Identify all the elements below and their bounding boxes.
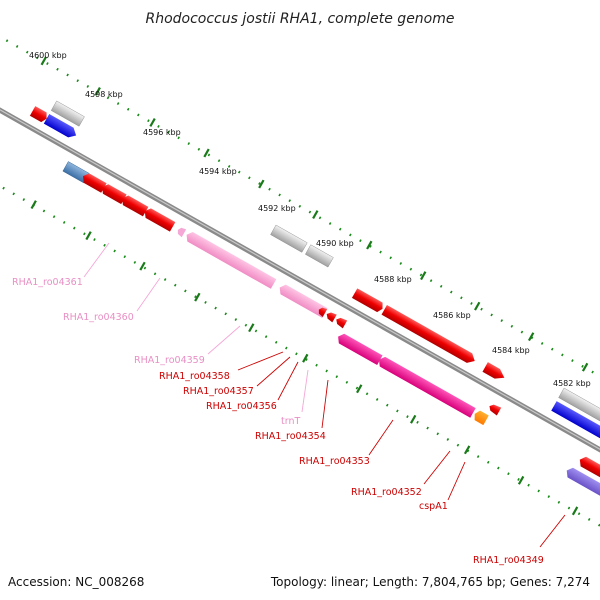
gene-feature-red-rev-2[interactable] [99, 182, 127, 205]
gene-feature-red-fwd-3[interactable] [381, 305, 478, 366]
map-title: Rhodococcus jostii RHA1, complete genome [145, 11, 454, 27]
gene-feature-red-fwd-2[interactable] [351, 288, 385, 313]
gene-feature-red-rev-8[interactable] [487, 402, 502, 416]
gene-feature-red-rev-6[interactable] [324, 310, 337, 323]
gene-feature-grey-2[interactable] [270, 224, 308, 253]
gene-feature-red-rev-4[interactable] [142, 206, 176, 232]
gene-feature-grey-1[interactable] [50, 100, 85, 127]
gene-feature-red-rev-7[interactable] [334, 316, 348, 329]
gene-label-ro04359[interactable]: RHA1_ro04359 [134, 355, 205, 366]
gene-label-cspA1[interactable]: cspA1 [419, 501, 448, 512]
gene-labels: RHA1_ro04361 RHA1_ro04360 RHA1_ro04359 R… [12, 277, 544, 566]
scale-label: 4600 kbp [29, 51, 67, 60]
gene-label-ro04358[interactable]: RHA1_ro04358 [159, 371, 230, 382]
gene-label-trnT[interactable]: trnT [281, 416, 300, 427]
gene-label-ro04352[interactable]: RHA1_ro04352 [351, 487, 422, 498]
gene-label-ro04357[interactable]: RHA1_ro04357 [183, 386, 254, 397]
scale-label: 4598 kbp [85, 90, 123, 99]
gene-feature-red-fwd-1[interactable] [29, 106, 49, 123]
gene-label-ro04356[interactable]: RHA1_ro04356 [206, 401, 277, 412]
gene-feature-magenta-2[interactable] [376, 355, 476, 418]
gene-feature-red-rev-1[interactable] [80, 171, 107, 193]
gene-feature-pink-2[interactable] [277, 283, 328, 318]
scale-label: 4592 kbp [258, 204, 296, 213]
gene-label-ro04353[interactable]: RHA1_ro04353 [299, 456, 370, 467]
scale-label: 4584 kbp [492, 346, 530, 355]
scale-label: 4582 kbp [553, 379, 591, 388]
gene-feature-magenta-1[interactable] [335, 332, 383, 366]
gene-feature-orange-cspA1[interactable] [472, 409, 489, 426]
gene-feature-grey-4[interactable] [305, 244, 334, 268]
accession-text: Accession: NC_008268 [8, 575, 145, 589]
gene-feature-grey-3[interactable] [558, 387, 600, 431]
scale-ticks-lower [30, 200, 579, 516]
scale-label: 4596 kbp [143, 128, 181, 137]
topology-text: Topology: linear; Length: 7,804,765 bp; … [270, 575, 590, 589]
label-leaders [83, 242, 566, 548]
scale-label: 4590 kbp [316, 239, 354, 248]
scale-line-upper [0, 16, 600, 433]
gene-label-ro04361[interactable]: RHA1_ro04361 [12, 277, 83, 288]
map-track-group [0, 16, 600, 546]
scale-label: 4588 kbp [374, 275, 412, 284]
gene-feature-red-rev-3[interactable] [119, 194, 149, 217]
gene-feature-red-rev-9[interactable] [577, 455, 600, 479]
gene-feature-blue-1[interactable] [43, 113, 79, 140]
scale-label: 4586 kbp [433, 311, 471, 320]
gene-label-ro04354[interactable]: RHA1_ro04354 [255, 431, 326, 442]
scale-labels: 4600 kbp 4598 kbp 4596 kbp 4594 kbp 4592… [29, 51, 591, 388]
scale-label: 4594 kbp [199, 167, 237, 176]
genome-backbone-highlight [0, 72, 600, 487]
gene-label-ro04360[interactable]: RHA1_ro04360 [63, 312, 134, 323]
gene-feature-pink-small[interactable] [176, 226, 187, 238]
scale-line-lower [0, 129, 600, 546]
gene-feature-purple[interactable] [564, 466, 600, 502]
gene-feature-red-fwd-4[interactable] [482, 362, 507, 382]
gene-feature-pink-1[interactable] [184, 230, 277, 289]
gene-feature-blue-2[interactable] [551, 401, 600, 445]
gene-feature-red-rev-5[interactable] [317, 306, 328, 317]
scale-ticks-upper [40, 56, 589, 372]
gene-label-ro04349[interactable]: RHA1_ro04349 [473, 555, 544, 566]
